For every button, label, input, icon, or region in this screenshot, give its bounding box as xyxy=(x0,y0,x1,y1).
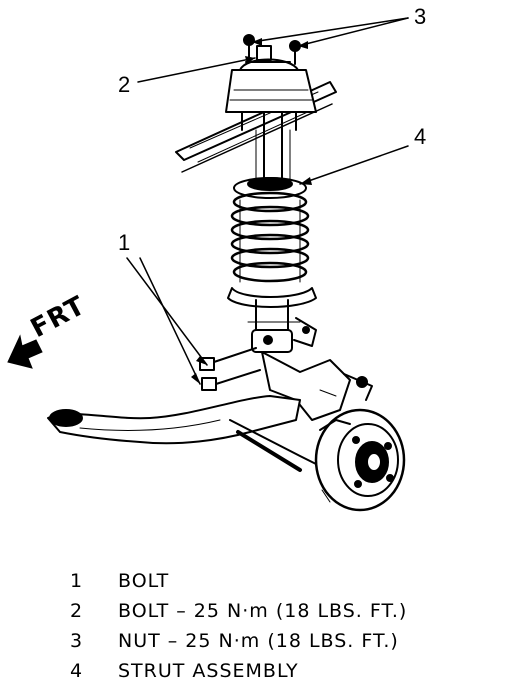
callout-1: 1 xyxy=(118,230,131,255)
lower-spring-seat xyxy=(227,287,317,308)
upper-mount xyxy=(225,45,317,131)
leader-arrowheads xyxy=(191,38,312,384)
legend-number: 3 xyxy=(70,630,84,652)
legend-row: 3 NUT – 25 N·m (18 LBS. FT.) xyxy=(70,626,520,656)
front-arrow-icon xyxy=(7,334,43,369)
front-direction-indicator: FRT xyxy=(6,291,106,378)
legend-text: NUT – 25 N·m (18 LBS. FT.) xyxy=(118,630,399,652)
legend-number: 4 xyxy=(70,660,84,682)
parts-legend: 1 BOLT 2 BOLT – 25 N·m (18 LBS. FT.) 3 N… xyxy=(70,566,520,686)
callout-2: 2 xyxy=(118,72,131,97)
legend-row: 2 BOLT – 25 N·m (18 LBS. FT.) xyxy=(70,596,520,626)
strut-body xyxy=(247,299,317,353)
legend-text: STRUT ASSEMBLY xyxy=(118,660,299,682)
lower-strut-bolts xyxy=(199,347,261,391)
legend-row: 4 STRUT ASSEMBLY xyxy=(70,656,520,686)
callout-3: 3 xyxy=(414,4,427,29)
leader-lines xyxy=(126,17,409,385)
legend-row: 1 BOLT xyxy=(70,566,520,596)
coil-spring xyxy=(230,191,310,283)
legend-number: 2 xyxy=(70,600,84,622)
strut-assembly-illustration xyxy=(7,17,409,512)
strut-rod xyxy=(255,111,291,181)
brake-rotor-hub xyxy=(314,408,406,512)
legend-text: BOLT xyxy=(118,570,170,592)
steering-knuckle xyxy=(261,351,373,421)
callout-4: 4 xyxy=(414,124,427,149)
legend-number: 1 xyxy=(70,570,84,592)
legend-text: BOLT – 25 N·m (18 LBS. FT.) xyxy=(118,600,408,622)
lower-control-arm xyxy=(47,395,321,472)
